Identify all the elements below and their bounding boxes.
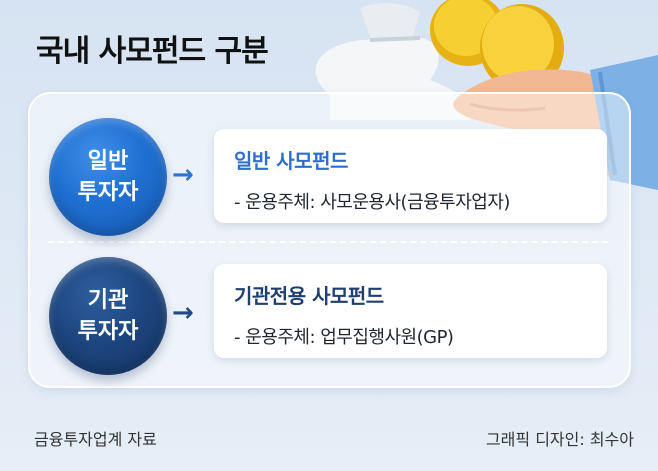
row-divider [48,241,608,243]
category-label-line1: 일반 [87,149,129,174]
fund-name: 기관전용 사모펀드 [234,284,384,308]
institutional-investor-circle: 기관 투자자 [49,257,167,375]
institutional-fund-card: 기관전용 사모펀드 - 운용주체: 업무집행사원(GP) [214,264,607,358]
fund-name: 일반 사모펀드 [234,149,348,173]
arrow-right-icon: → [172,160,194,190]
category-label-line2: 투자자 [77,180,139,205]
category-label-line2: 투자자 [77,319,139,344]
general-investor-circle: 일반 투자자 [49,118,167,236]
fund-detail: - 운용주체: 사모운용사(금융투자업자) [234,192,510,213]
arrow-right-icon: → [172,298,194,328]
source-note: 금융투자업계 자료 [34,430,157,449]
page-title: 국내 사모펀드 구분 [36,34,269,69]
category-label-line1: 기관 [87,288,129,313]
general-fund-card: 일반 사모펀드 - 운용주체: 사모운용사(금융투자업자) [214,129,607,223]
fund-detail: - 운용주체: 업무집행사원(GP) [234,327,454,348]
coins-icon [430,0,564,92]
graphic-credit: 그래픽 디자인: 최수아 [485,430,634,449]
